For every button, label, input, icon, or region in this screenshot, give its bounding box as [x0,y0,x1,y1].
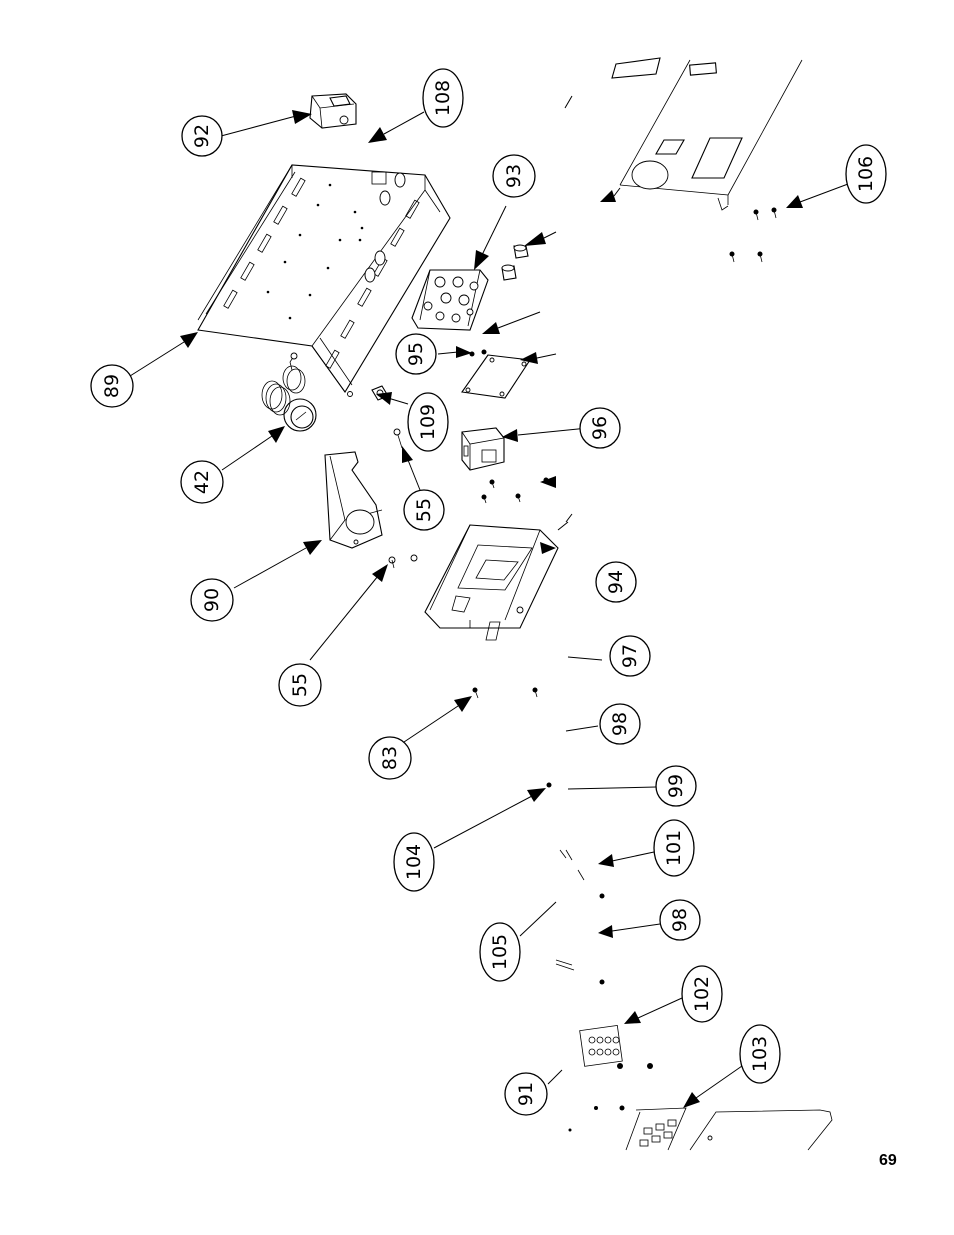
part-42-gauge [261,352,317,432]
callout-93: 93 [492,154,536,198]
svg-text:83: 83 [379,746,401,770]
part-93-junction-box [411,269,489,331]
svg-text:105: 105 [489,934,511,970]
callout-89: 89 [90,364,134,408]
callout-98-lower: 98 [659,899,701,941]
callout-55-upper: 55 [403,489,445,531]
svg-text:92: 92 [191,124,213,148]
svg-text:104: 104 [403,844,425,880]
svg-text:103: 103 [749,1036,771,1072]
callout-55-lower: 55 [278,663,322,707]
callout-95: 95 [395,333,437,375]
callout-106: 106 [845,144,887,204]
callout-91: 91 [504,1072,548,1116]
bushings [501,244,529,281]
part-103-bottom-panel [625,1107,833,1151]
svg-text:108: 108 [432,80,454,116]
svg-text:42: 42 [191,470,213,494]
svg-text:91: 91 [515,1082,537,1106]
leader-lines [129,95,849,1108]
callout-94: 94 [595,561,637,603]
part-89-chassis [197,164,451,397]
callout-83: 83 [368,736,412,780]
svg-text:90: 90 [201,588,223,612]
svg-text:109: 109 [417,404,439,440]
svg-text:94: 94 [605,570,627,594]
callout-97: 97 [609,635,651,677]
part-94-control-tray [424,524,559,641]
part-83-screws [472,687,552,788]
part-95-cover-plate [461,349,531,399]
part-90-bracket [324,451,383,549]
svg-text:95: 95 [405,342,427,366]
svg-text:89: 89 [101,374,123,398]
callout-108: 108 [422,68,464,128]
svg-text:55: 55 [289,673,311,697]
callout-104: 104 [393,832,435,892]
svg-text:106: 106 [855,156,877,192]
part-55-screw-upper [393,428,403,449]
part-side-cover-upper [611,57,803,211]
part-96-module [461,427,505,471]
svg-text:98: 98 [609,712,631,736]
svg-text:93: 93 [503,164,525,188]
screws-group [481,477,549,504]
svg-text:98: 98 [669,908,691,932]
callout-101: 101 [653,819,695,877]
part-55-screw-lower [388,554,418,569]
callout-103: 103 [739,1024,781,1084]
part-92-transformer [309,93,357,129]
callout-99: 99 [655,765,697,807]
svg-text:97: 97 [619,644,641,668]
svg-text:96: 96 [589,416,611,440]
callout-102: 102 [681,965,723,1023]
callout-98-upper: 98 [599,703,641,745]
svg-text:102: 102 [691,976,713,1012]
callout-105: 105 [479,922,521,982]
callout-92: 92 [181,115,223,157]
callout-42: 42 [180,460,224,504]
svg-text:55: 55 [413,498,435,522]
callout-90: 90 [190,578,234,622]
part-lower-hardware [555,849,653,1132]
callout-96: 96 [579,407,621,449]
svg-text:101: 101 [663,830,685,866]
callout-109: 109 [407,392,449,452]
page-number: 69 [879,1152,897,1169]
svg-text:99: 99 [665,774,687,798]
screws-106 [729,207,777,263]
